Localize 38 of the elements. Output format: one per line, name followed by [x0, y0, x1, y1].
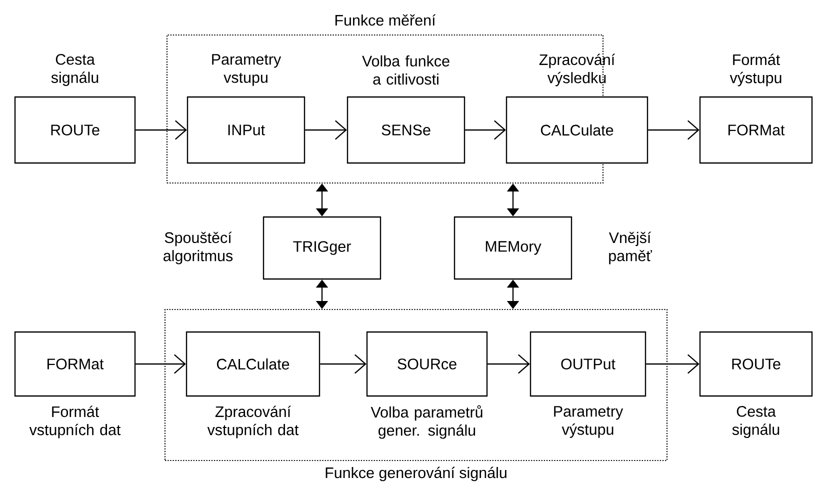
box-caption: Parametry výstupu — [554, 406, 624, 438]
process-box: FORMat — [14, 331, 136, 397]
arrow — [506, 184, 520, 216]
arrow — [465, 120, 506, 140]
process-box: SOURce — [366, 331, 488, 397]
group-title: Funkce generování signálu — [326, 466, 506, 482]
arrow — [648, 120, 700, 140]
group-title: Funkce měření — [335, 14, 436, 26]
arrow — [506, 280, 520, 309]
process-box: MEMory — [454, 216, 572, 280]
arrow — [136, 354, 186, 374]
box-caption: Formát výstupu — [730, 54, 782, 86]
process-box: TRIGger — [262, 216, 382, 280]
box-caption: Spouštěcí algoritmus — [164, 232, 233, 264]
arrow — [320, 354, 366, 374]
process-box: SENSe — [346, 96, 466, 164]
box-caption: Parametry vstupu — [212, 54, 282, 86]
arrow — [488, 354, 530, 374]
arrow — [316, 184, 328, 216]
arrow — [646, 354, 700, 374]
box-caption: Volba funkce a citlivosti — [362, 55, 450, 85]
process-box: CALCulate — [186, 331, 320, 397]
process-box: OUTPut — [530, 331, 646, 397]
process-box: FORMat — [699, 96, 813, 164]
box-caption: Volba parametrů gener. signálu — [370, 405, 482, 439]
process-box: ROUTe — [14, 96, 136, 164]
process-box: INPut — [186, 96, 306, 164]
arrow — [305, 120, 347, 140]
process-box: ROUTe — [699, 331, 813, 397]
arrow — [136, 120, 187, 140]
box-caption: Vnější paměť — [608, 232, 652, 264]
arrow — [316, 280, 328, 309]
box-caption: Cesta signálu — [732, 406, 780, 438]
process-box: CALCulate — [506, 96, 648, 164]
box-caption: Zpracování výsledku — [539, 54, 616, 86]
box-caption: Cesta signálu — [51, 54, 98, 86]
box-caption: Zpracování vstupních dat — [207, 406, 299, 438]
box-caption: Formát vstupních dat — [29, 406, 121, 438]
